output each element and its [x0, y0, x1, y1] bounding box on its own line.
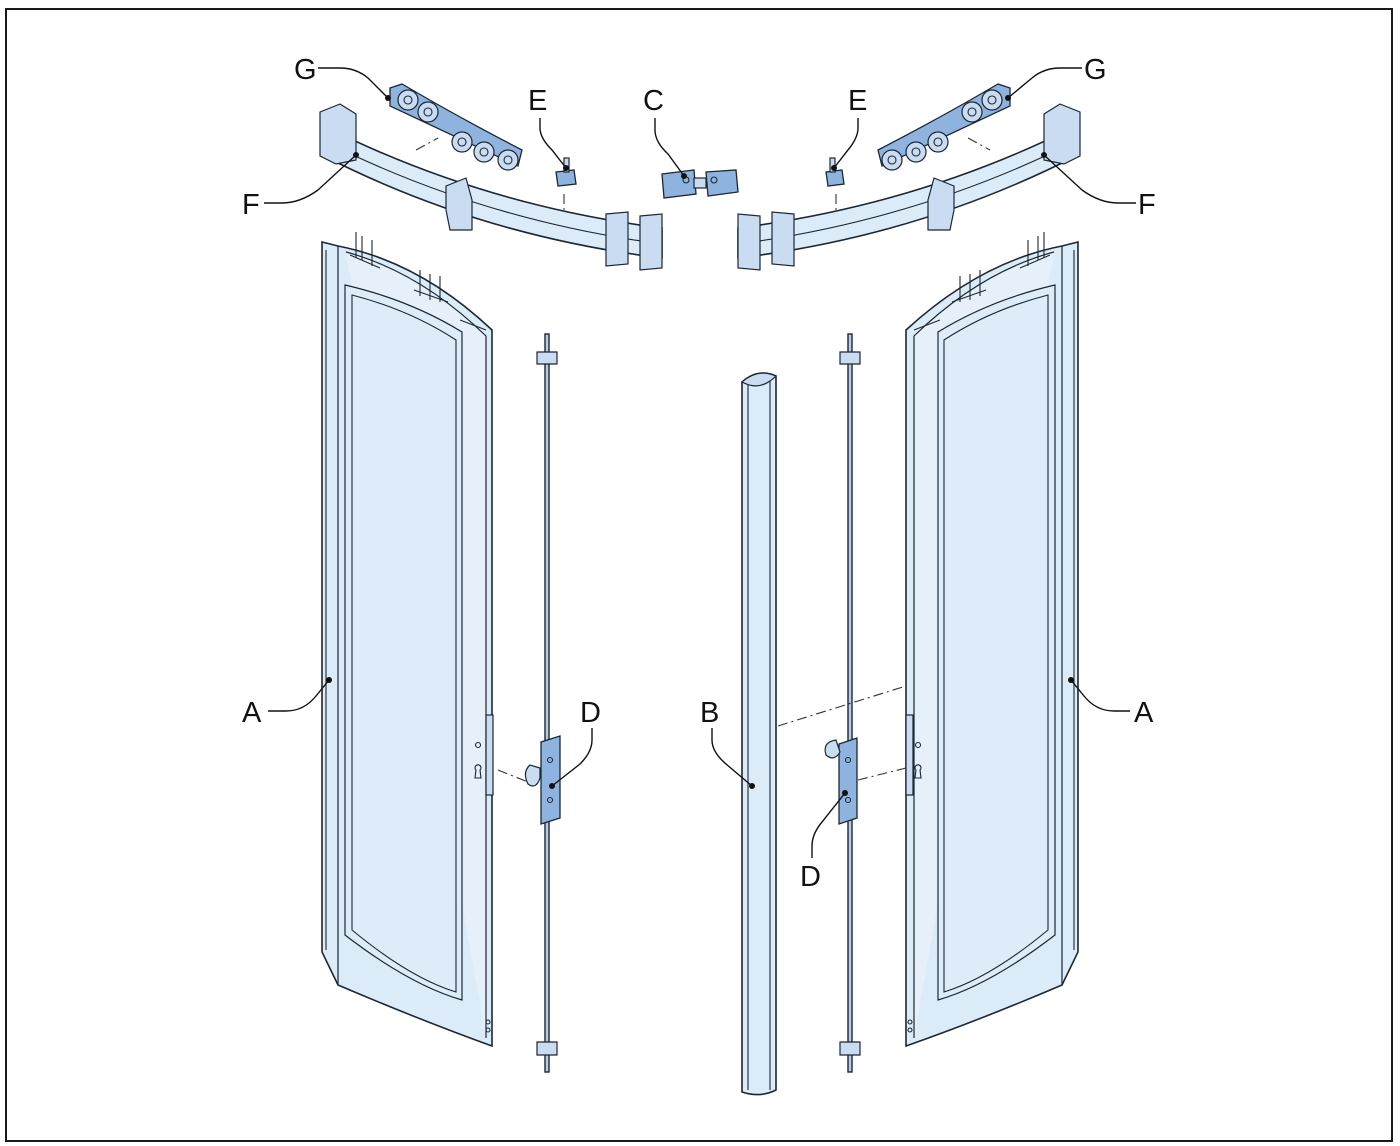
- left-top-track: [319, 103, 663, 271]
- label-c: C: [643, 85, 664, 117]
- left-roller-carriage: [389, 83, 523, 171]
- label-d-left: D: [580, 697, 601, 729]
- diagram-frame: [5, 8, 1393, 1142]
- label-d-right: D: [800, 861, 821, 893]
- left-door-panel: [321, 232, 494, 1048]
- right-door-panel: [905, 232, 1079, 1048]
- label-g-right: G: [1084, 54, 1107, 86]
- label-a-left: A: [242, 697, 262, 729]
- alignment-lines: [415, 137, 991, 783]
- leader-lines: [264, 67, 1136, 858]
- right-bracket: [825, 157, 845, 187]
- part-labels: A A B C D D E E F F G G: [242, 54, 1156, 893]
- center-connector: [661, 169, 739, 199]
- right-roller-carriage: [877, 83, 1011, 171]
- left-bracket: [555, 157, 577, 187]
- label-e-right: E: [848, 85, 867, 117]
- right-top-track: [737, 103, 1081, 271]
- left-lock-rod: [524, 333, 561, 1073]
- label-f-left: F: [242, 189, 260, 221]
- right-lock-rod: [824, 333, 861, 1073]
- label-f-right: F: [1138, 189, 1156, 221]
- center-post: [740, 372, 778, 1096]
- label-e-left: E: [528, 85, 547, 117]
- label-b: B: [700, 697, 719, 729]
- label-g-left: G: [294, 54, 317, 86]
- label-a-right: A: [1134, 697, 1154, 729]
